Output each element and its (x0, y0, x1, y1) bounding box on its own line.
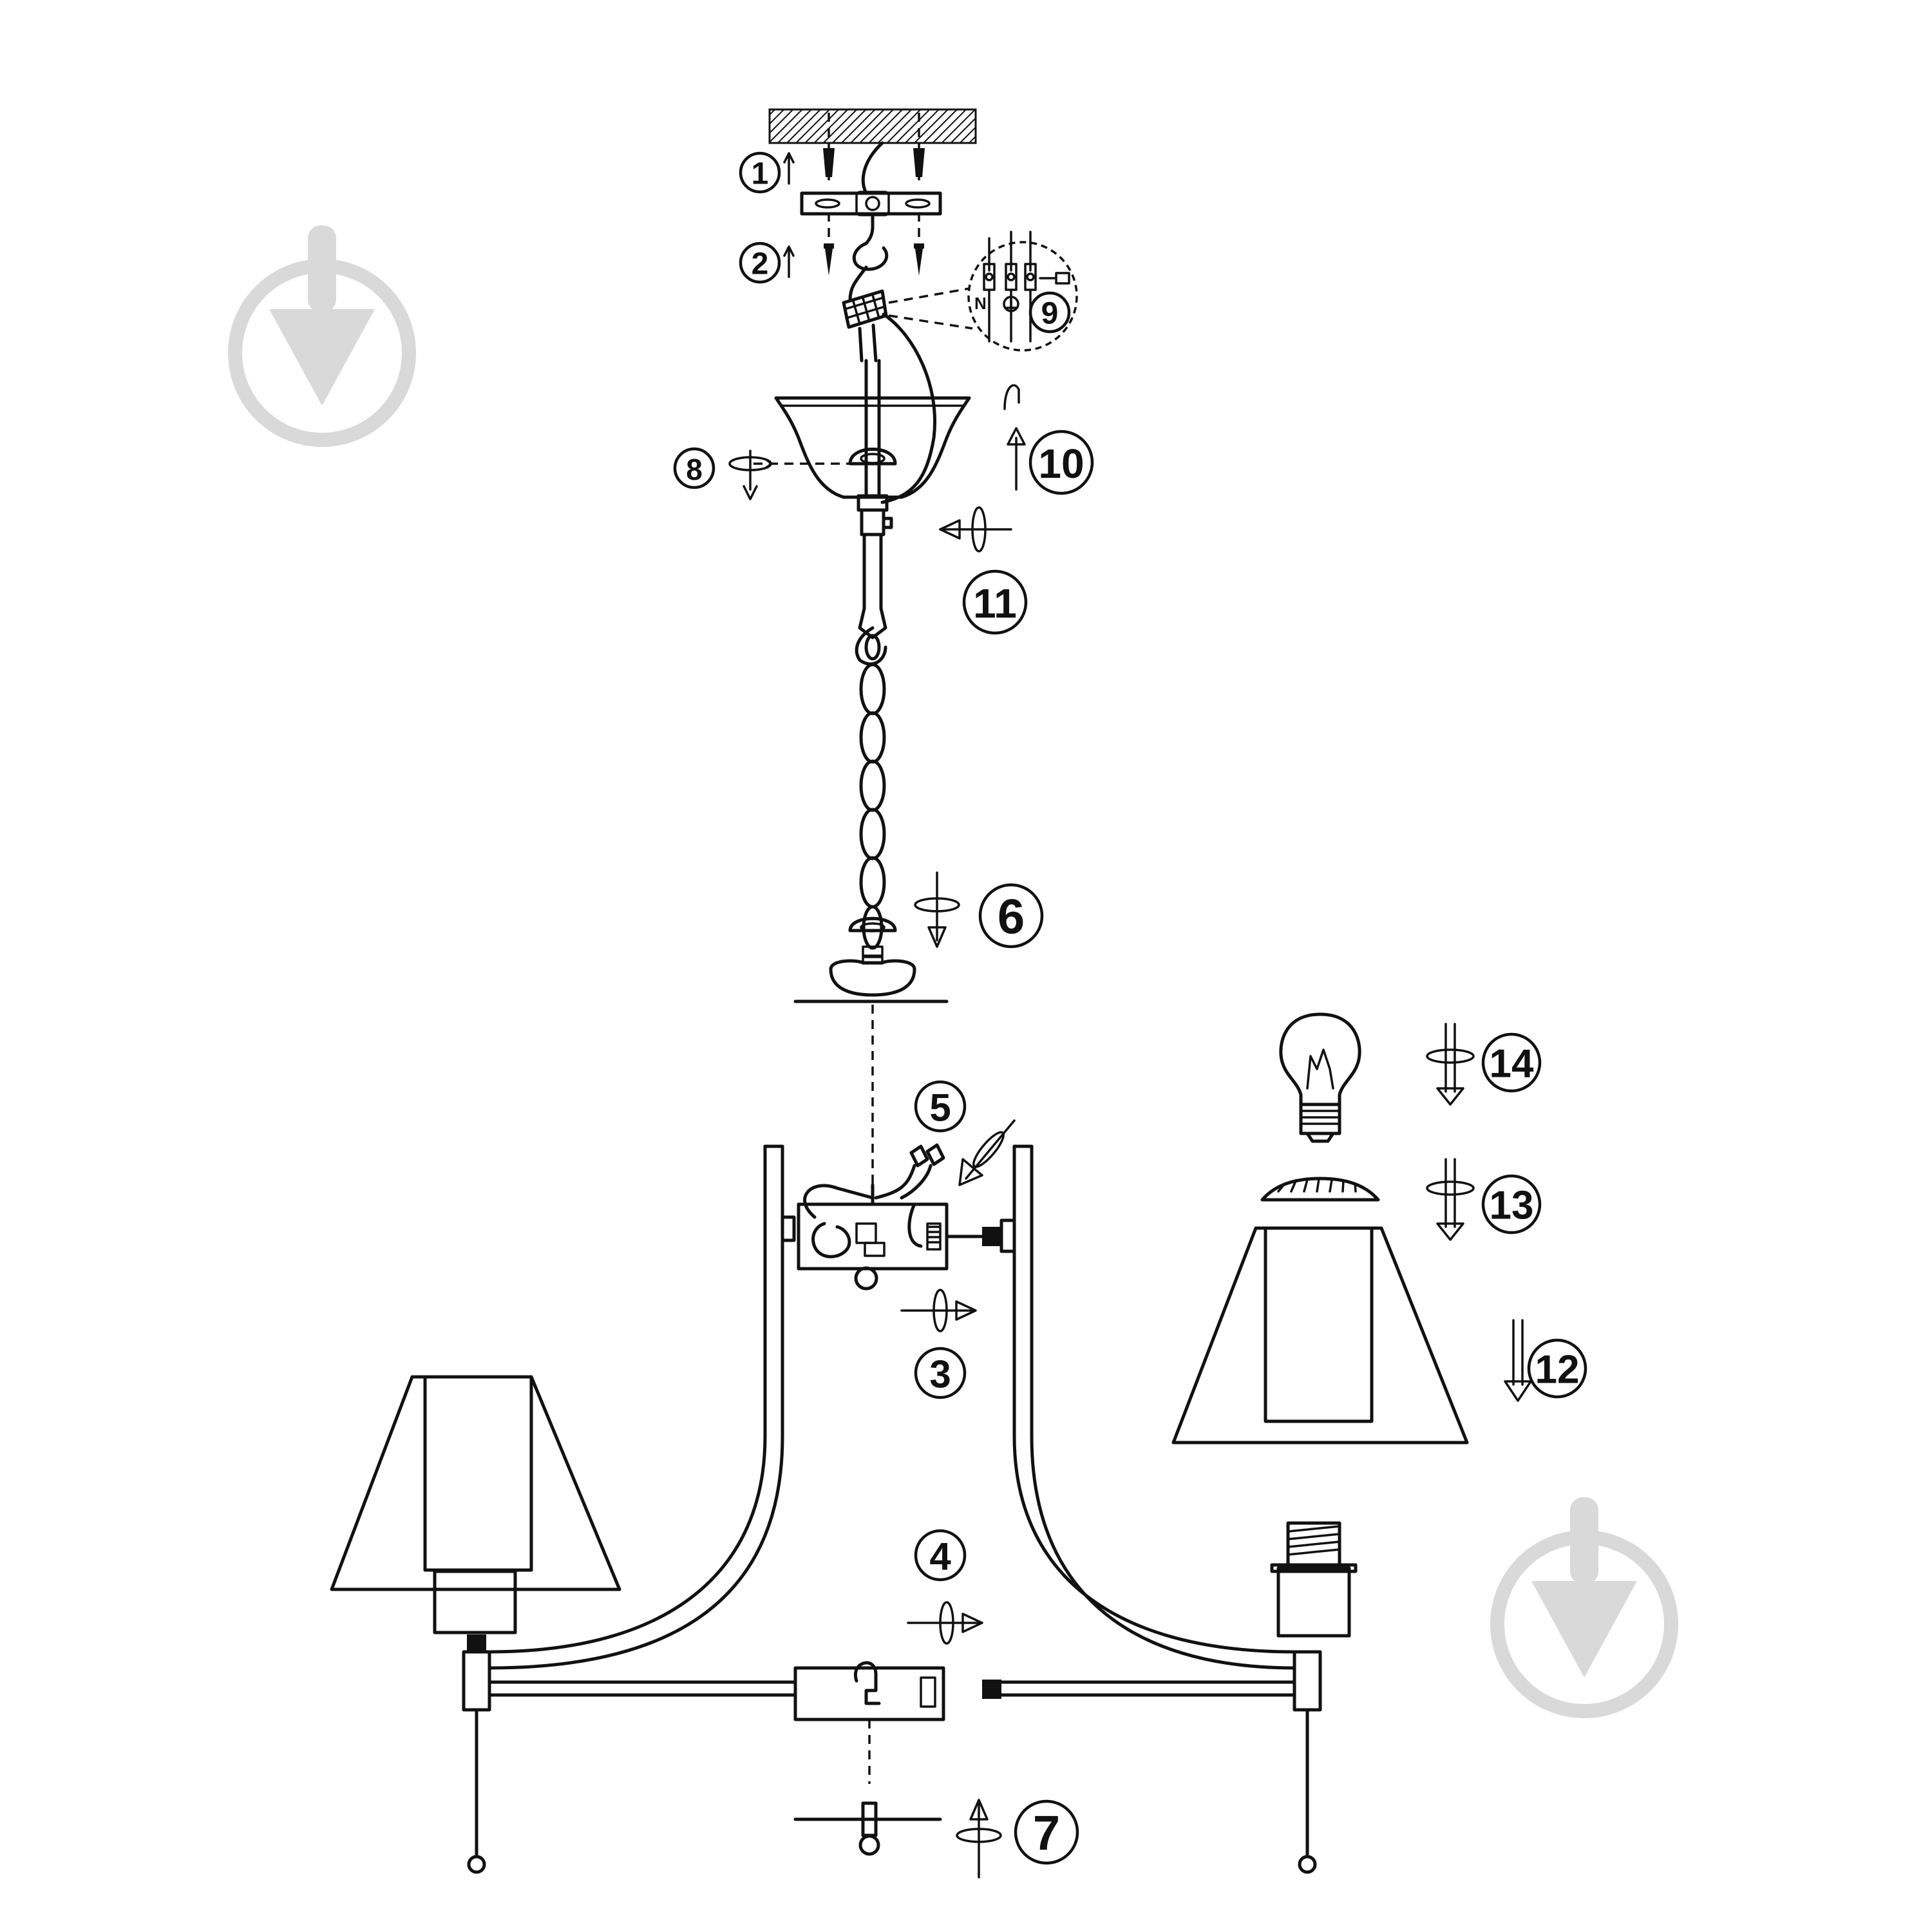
step-badge-4: 4 (914, 1529, 967, 1582)
step-number: 14 (1490, 1042, 1534, 1086)
watermark-logo-right (1490, 1497, 1678, 1718)
chain (855, 626, 887, 950)
right-lamp-holder (1270, 1521, 1358, 1874)
rotate-arrow-step-7 (956, 1799, 1002, 1879)
rotate-arrow-step-3 (900, 1289, 977, 1332)
neutral-label: N (974, 294, 987, 313)
left-lampshade (330, 1375, 621, 1634)
watermark-logo-left (228, 225, 416, 447)
arrow-step-1 (783, 152, 795, 185)
step-badge-14: 14 (1481, 1032, 1542, 1093)
step-number: 6 (998, 890, 1025, 945)
wall-plug-right-icon (913, 148, 925, 177)
step-number: 11 (973, 580, 1017, 627)
earth-icon (1003, 296, 1019, 312)
rotate-arrow-step-8 (728, 450, 773, 500)
left-lamp-holder (462, 1634, 491, 1874)
step-number: 7 (1033, 1806, 1060, 1861)
step-number: 2 (752, 247, 769, 281)
mounting-bracket (800, 191, 942, 216)
step-number: 5 (929, 1086, 951, 1130)
rotate-arrow-step-11 (939, 506, 1012, 553)
screw-right-icon (914, 213, 924, 276)
central-junction (781, 1143, 1016, 1291)
canopy (753, 359, 971, 499)
bottom-cup (793, 959, 949, 1185)
screw-left-icon (824, 213, 834, 276)
arrow-step-2 (783, 245, 795, 278)
step-badge-7: 7 (1014, 1799, 1079, 1865)
step-number: 8 (686, 453, 703, 486)
step-badge-3: 3 (914, 1347, 967, 1399)
step-badge-10: 10 (1028, 430, 1094, 495)
light-bulb-icon (1279, 1012, 1361, 1143)
wall-plug-left-icon (823, 147, 835, 177)
rotate-arrow-step-14 (1426, 1023, 1475, 1106)
step-number: 12 (1535, 1348, 1580, 1392)
step-badge-2: 2 (739, 242, 781, 284)
hanging-tube (858, 533, 887, 639)
step-badge-1: 1 (739, 151, 781, 194)
chain-loop-nut (848, 916, 897, 965)
step-badge-9: 9 (1028, 291, 1071, 334)
step-number: 1 (752, 157, 769, 191)
frame-center-uprights (488, 1144, 1296, 1670)
step-badge-11: 11 (962, 569, 1028, 635)
step-badge-13: 13 (1481, 1174, 1542, 1235)
rotate-arrow-step-5 (958, 1119, 1016, 1186)
hook-arrow-step-10 (1003, 384, 1026, 491)
terminal-block (842, 265, 936, 504)
arrow-step-12 (1504, 1319, 1532, 1402)
step-number: 9 (1041, 297, 1059, 331)
step-badge-6: 6 (978, 883, 1044, 949)
horizontal-arms (488, 1661, 1296, 1721)
rotate-arrow-step-6 (914, 871, 960, 948)
step-badge-8: 8 (673, 447, 715, 489)
ceiling-hook-icon (852, 213, 889, 271)
rotate-arrow-step-4 (907, 1601, 983, 1645)
step-number: 4 (929, 1535, 951, 1578)
bottom-finial (793, 1719, 942, 1856)
step-number: 10 (1038, 440, 1084, 487)
step-number: 13 (1490, 1184, 1534, 1228)
canopy-nut (857, 494, 893, 536)
shade-ring (1260, 1177, 1380, 1202)
step-badge-12: 12 (1527, 1338, 1587, 1399)
ceiling (768, 108, 977, 180)
right-lampshade (1171, 1226, 1469, 1444)
rotate-arrow-step-13 (1426, 1158, 1475, 1241)
step-badge-5: 5 (914, 1080, 967, 1133)
step-number: 3 (929, 1353, 951, 1396)
